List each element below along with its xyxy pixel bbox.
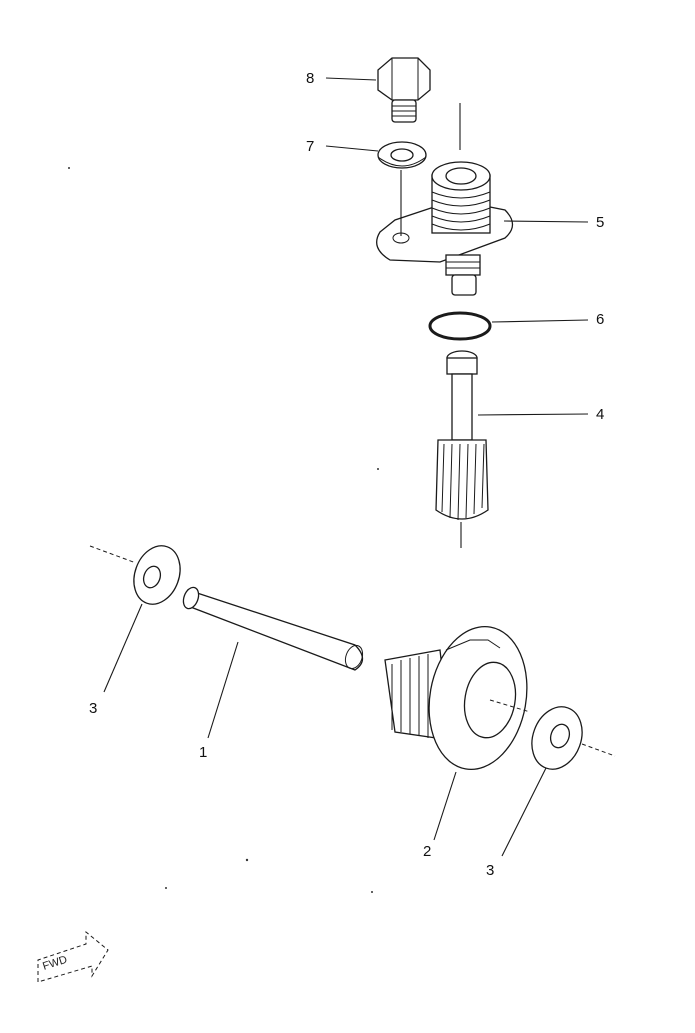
callout-2: 2 (423, 843, 431, 860)
part-2-gear (384, 625, 531, 771)
callout-6: 6 (596, 311, 604, 328)
part-5-housing (376, 161, 514, 296)
forward-arrow-icon: FWD (37, 930, 109, 983)
callout-3-right: 3 (486, 862, 494, 879)
forward-label: FWD (41, 954, 69, 973)
part-6-o-ring (428, 311, 492, 341)
part-4-gear-shaft (435, 350, 489, 548)
callout-7: 7 (306, 138, 314, 155)
part-3-left-washer (89, 545, 181, 605)
callout-8: 8 (306, 70, 314, 87)
part-8-bolt (377, 57, 431, 123)
part-3-right-washer (531, 706, 616, 770)
callout-1: 1 (199, 744, 207, 761)
scan-specks (68, 167, 379, 893)
callout-4: 4 (596, 406, 604, 423)
callout-3-left: 3 (89, 700, 97, 717)
part-1-pin (182, 586, 364, 671)
leader-lines (103, 77, 589, 857)
part-7-washer (377, 141, 427, 169)
callout-5: 5 (596, 214, 604, 231)
